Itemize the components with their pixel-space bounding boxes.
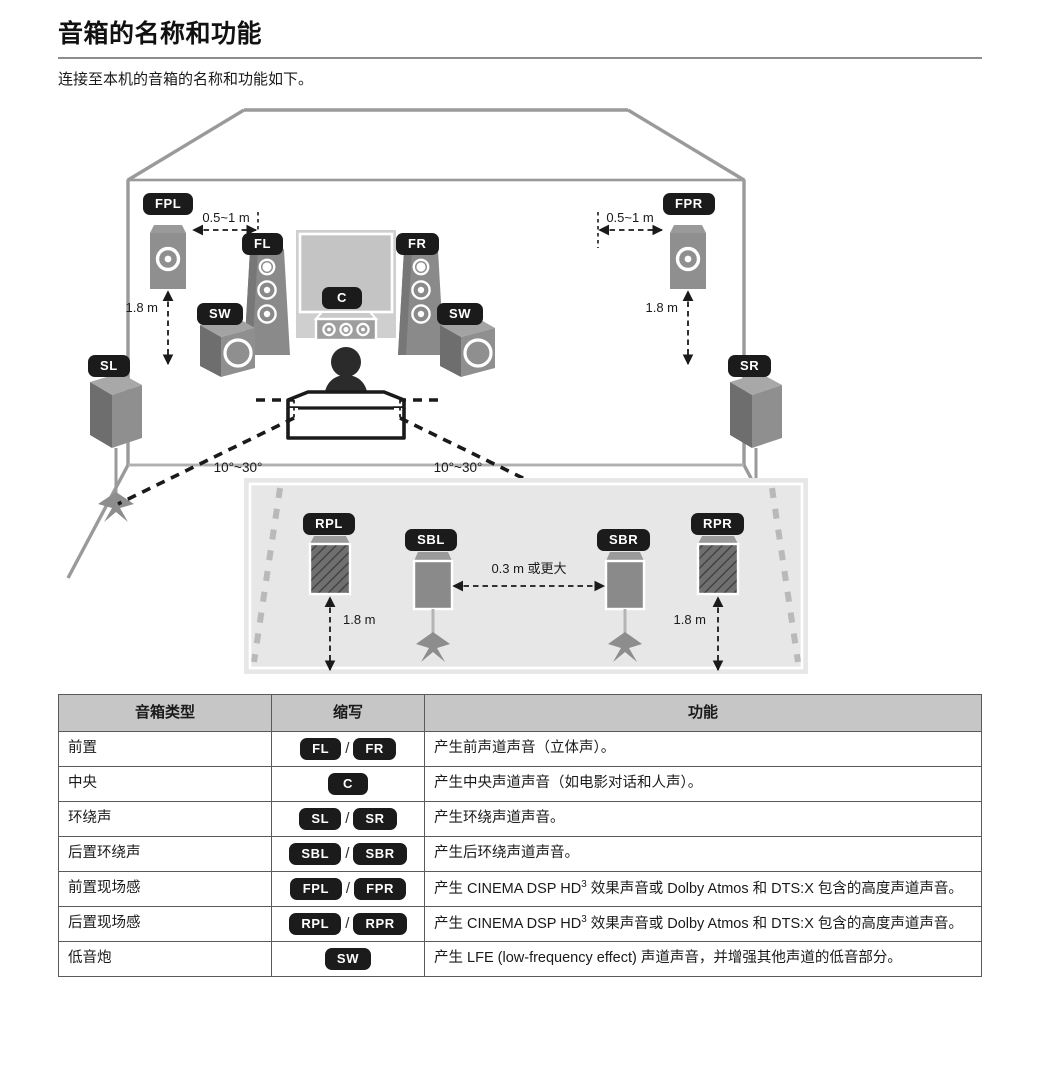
floorplan-wall-left [251, 487, 283, 663]
function-text-post: 效果声音或 Dolby Atmos 和 DTS:X 包含的高度声道声音。 [586, 880, 963, 897]
dim-label-fpr: 0.5~1 m [606, 210, 653, 225]
cell-abbreviation: FPL/FPR [271, 870, 425, 907]
dim-label-rear-left: 1.8 m [343, 612, 376, 627]
function-text-post: 效果声音或 Dolby Atmos 和 DTS:X 包含的高度声道声音。 [586, 915, 963, 932]
table-header-row: 音箱类型 缩写 功能 [58, 694, 982, 732]
cell-abbreviation: C [271, 765, 425, 802]
abbr-separator: / [345, 739, 350, 757]
abbr-badge-rpl: RPL [289, 912, 342, 935]
cell-speaker-type: 前置 [58, 730, 272, 767]
cell-speaker-type: 低音炮 [58, 940, 272, 977]
abbr-badge-sbr: SBR [353, 842, 407, 865]
speaker-fr [398, 243, 444, 355]
abbr-separator: / [345, 844, 350, 862]
abbr-badge-rpr: RPR [353, 912, 407, 935]
angle-label-right: 10°~30° [434, 460, 483, 475]
dim-label-fpl: 0.5~1 m [202, 210, 249, 225]
function-superscript: 3 [581, 878, 587, 890]
cell-abbreviation: SL/SR [271, 800, 425, 837]
speaker-rpr [696, 536, 740, 596]
cell-function: 产生 CINEMA DSP HD3 效果声音或 Dolby Atmos 和 DT… [424, 870, 982, 907]
cell-abbreviation: SW [271, 940, 425, 977]
dim-label-height-right: 1.8 m [645, 300, 678, 315]
speaker-sl [90, 373, 142, 522]
listener-and-sofa [286, 347, 406, 440]
cell-abbreviation: SBL/SBR [271, 835, 425, 872]
cell-function: 产生环绕声道声音。 [424, 800, 982, 837]
abbr-separator: / [345, 914, 350, 932]
speaker-sw-right [440, 316, 495, 377]
cell-speaker-type: 后置环绕声 [58, 835, 272, 872]
abbr-badge-fpr: FPR [354, 877, 407, 900]
abbr-badge-sl: SL [299, 807, 342, 830]
column-header-abbr: 缩写 [271, 694, 425, 732]
speaker-sbl [412, 552, 454, 662]
speaker-rpl [308, 536, 352, 596]
function-text-pre: 产生 CINEMA DSP HD [434, 915, 582, 932]
abbr-separator: / [345, 809, 350, 827]
speaker-fpl [150, 225, 186, 289]
abbr-separator: / [345, 879, 351, 897]
column-header-function: 功能 [424, 694, 982, 732]
angle-label-left: 10°~30° [214, 460, 263, 475]
intro-text: 连接至本机的音箱的名称和功能如下。 [58, 71, 314, 88]
column-header-type: 音箱类型 [58, 694, 272, 732]
function-superscript: 3 [581, 913, 587, 925]
cell-abbreviation: RPL/RPR [271, 905, 425, 942]
abbr-badge-sw: SW [324, 947, 372, 970]
dim-label-rear-right: 1.8 m [673, 612, 706, 627]
abbr-badge-sr: SR [353, 807, 397, 830]
table-row: 中央 C 产生中央声道声音（如电影对话和人声）。 [58, 765, 982, 802]
speaker-sw-left [200, 316, 255, 377]
cell-speaker-type: 后置现场感 [58, 905, 272, 942]
dim-label-height-left: 1.8 m [125, 300, 158, 315]
function-text-pre: 产生 CINEMA DSP HD [434, 880, 582, 897]
abbr-badge-fpl: FPL [289, 877, 342, 900]
dim-label-sb-gap: 0.3 m 或更大 [491, 561, 566, 576]
speaker-sbr [604, 552, 646, 662]
cell-speaker-type: 前置现场感 [58, 870, 272, 907]
table-row: 低音炮 SW 产生 LFE (low-frequency effect) 声道声音，… [58, 940, 982, 977]
cell-speaker-type: 中央 [58, 765, 272, 802]
abbr-badge-fr: FR [353, 737, 396, 760]
cell-speaker-type: 环绕声 [58, 800, 272, 837]
page-header: 音箱的名称和功能 [58, 14, 982, 59]
speaker-layout-diagram: 10°~30° 10°~30° 0.5~1 m 0.5~1 m 1.8 m 1.… [58, 100, 982, 680]
speaker-fpr [670, 225, 706, 289]
abbr-badge-sbl: SBL [289, 842, 342, 865]
cell-function: 产生后环绕声道声音。 [424, 835, 982, 872]
abbr-badge-fl: FL [300, 737, 342, 760]
cell-abbreviation: FL/FR [271, 730, 425, 767]
cell-function: 产生 LFE (low-frequency effect) 声道声音，并增强其他… [424, 940, 982, 977]
title-divider [58, 57, 982, 59]
floorplan-wall-right [769, 487, 801, 663]
page-title: 音箱的名称和功能 [58, 20, 263, 48]
tv-and-rack [296, 230, 396, 342]
cell-function: 产生前声道声音（立体声）。 [424, 730, 982, 767]
cell-function: 产生 CINEMA DSP HD3 效果声音或 Dolby Atmos 和 DT… [424, 905, 982, 942]
abbr-badge-c: C [328, 772, 368, 795]
cell-function: 产生中央声道声音（如电影对话和人声）。 [424, 765, 982, 802]
dim-front-presence-right [597, 212, 664, 248]
